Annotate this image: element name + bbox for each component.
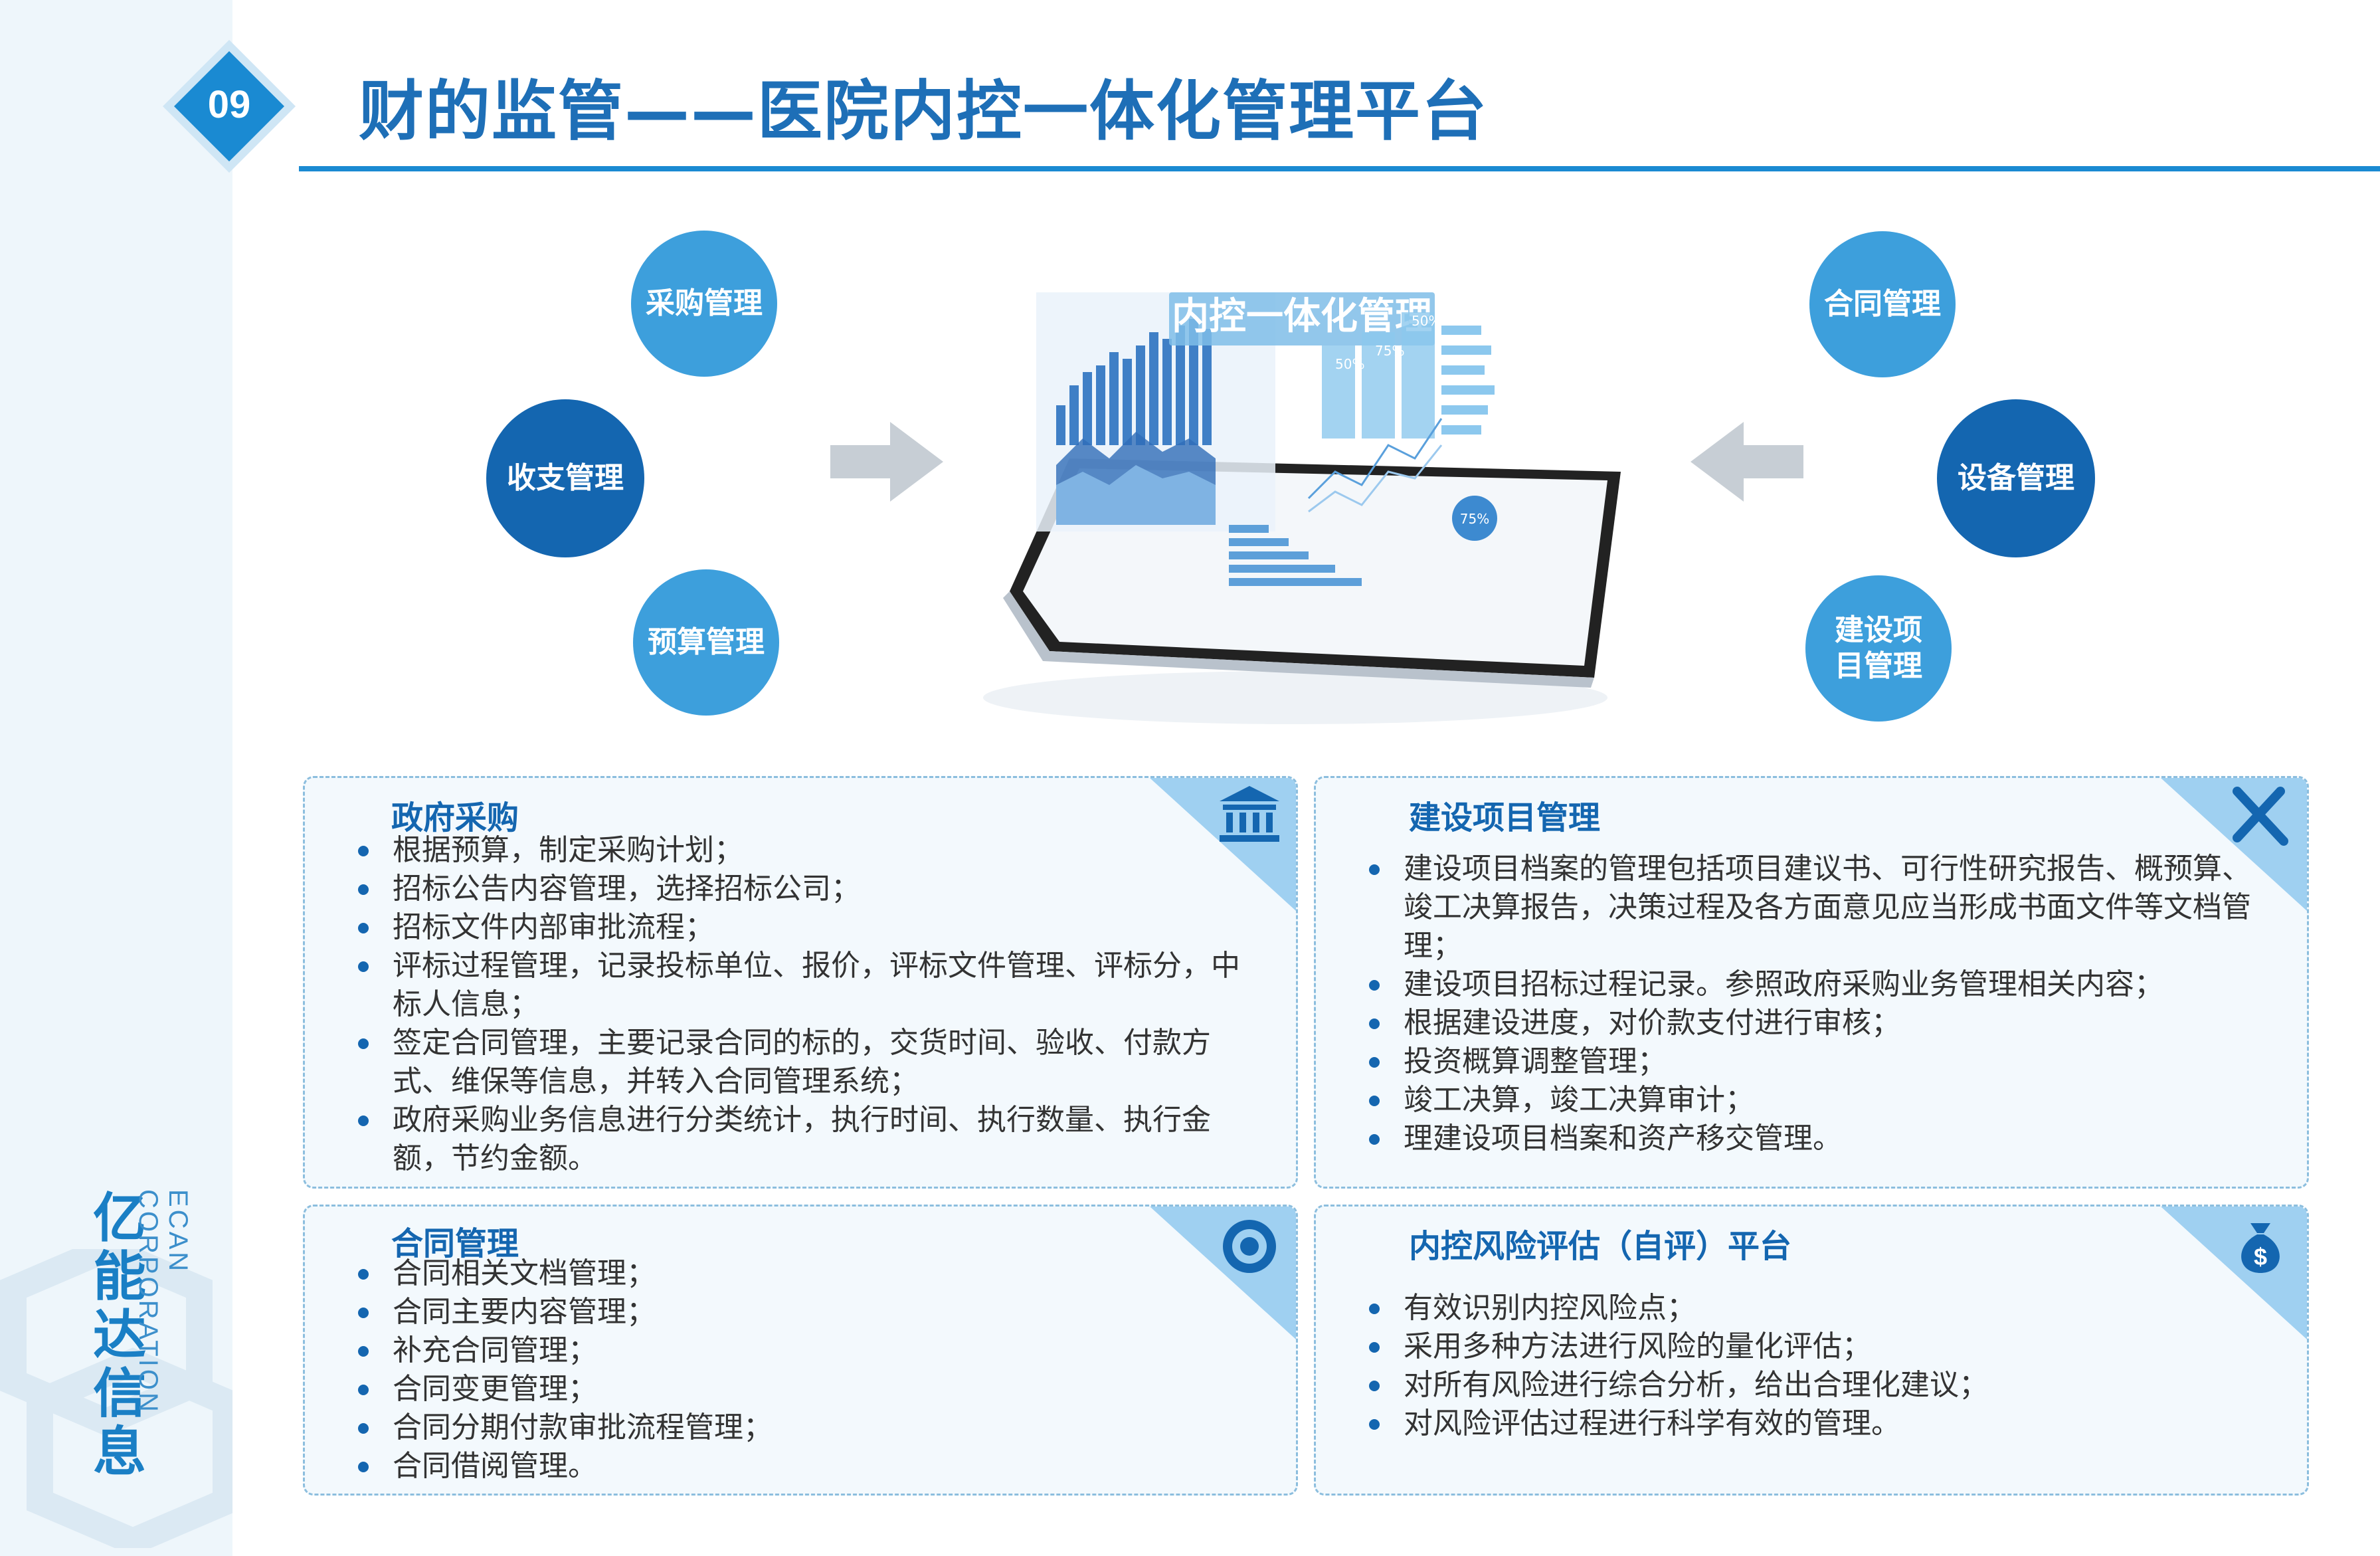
list-item: 采用多种方法进行风险的量化评估； <box>1362 1327 2279 1366</box>
list-item: 政府采购业务信息进行分类统计，执行时间、执行数量、执行金额，节约金额。 <box>351 1101 1241 1178</box>
title-divider <box>299 166 2380 171</box>
list-item: 评标过程管理，记录投标单位、报价，评标文件管理、评标分，中标人信息； <box>351 947 1241 1024</box>
list-item: 建设项目档案的管理包括项目建议书、可行性研究报告、概预算、竣工决算报告，决策过程… <box>1362 850 2279 965</box>
panel-title: 合同管理 <box>391 1225 519 1262</box>
list-item: 竣工决算，竣工决算审计； <box>1362 1081 2279 1119</box>
center-title: 内控一体化管理 <box>1172 295 1432 338</box>
list-item: 有效识别内控风险点； <box>1362 1289 2279 1327</box>
list-item: 招标文件内部审批流程； <box>351 908 1241 947</box>
bar-label-2: 50% <box>1412 313 1441 329</box>
panel-procurement: 政府采购 根据预算，制定采购计划； 招标公告内容管理，选择招标公司； 招标文件内… <box>303 776 1298 1189</box>
page-title: 财的监管——医院内控一体化管理平台 <box>359 74 1489 149</box>
module-equipment: 设备管理 <box>1937 399 2095 557</box>
bank-icon <box>1220 786 1279 842</box>
logo-english-text: ECAN CORPORATION <box>134 1189 193 1414</box>
page-number-badge: 09 <box>163 40 296 173</box>
list-item: 签定合同管理，主要记录合同的标的，交货时间、验收、付款方式、维保等信息，并转入合… <box>351 1024 1241 1101</box>
list-item: 投资概算调整管理； <box>1362 1042 2279 1081</box>
panel-title: 政府采购 <box>391 799 519 836</box>
list-item: 合同分期付款审批流程管理； <box>351 1409 1241 1447</box>
list-item: 招标公告内容管理，选择招标公司； <box>351 870 1241 908</box>
list-item: 根据预算，制定采购计划； <box>351 831 1241 870</box>
panel-title: 内控风险评估（自评）平台 <box>1409 1228 1792 1265</box>
panel-construction: 建设项目管理 建设项目档案的管理包括项目建议书、可行性研究报告、概预算、竣工决算… <box>1314 776 2309 1189</box>
list-item: 合同借阅管理。 <box>351 1447 1241 1486</box>
panel-contract: 合同管理 合同相关文档管理； 合同主要内容管理； 补充合同管理； 合同变更管理；… <box>303 1205 1298 1496</box>
list-item: 建设项目招标过程记录。参照政府采购业务管理相关内容； <box>1362 965 2279 1004</box>
gauge-label: 75% <box>1460 511 1489 527</box>
module-procurement: 采购管理 <box>631 231 777 377</box>
money-bag-icon: $ <box>2241 1223 2280 1273</box>
sidebar: 亿能达信息 ECAN CORPORATION <box>0 0 232 1556</box>
corner-ribbon: $ <box>2161 1207 2307 1339</box>
list-item: 对所有风险进行综合分析，给出合理化建议； <box>1362 1366 2279 1405</box>
corner-ribbon <box>2161 778 2307 911</box>
bar-label-1: 50% <box>1335 356 1364 372</box>
list-item: 合同主要内容管理； <box>351 1293 1241 1331</box>
arrow-right-icon <box>830 422 943 502</box>
panel-title: 建设项目管理 <box>1409 799 1601 836</box>
list-item: 合同相关文档管理； <box>351 1254 1241 1293</box>
module-budget: 预算管理 <box>633 569 779 716</box>
tools-icon <box>2233 787 2288 846</box>
list-item: 理建设项目档案和资产移交管理。 <box>1362 1119 2279 1158</box>
bar-label-0: 75% <box>1375 343 1404 359</box>
module-contract: 合同管理 <box>1809 231 1956 377</box>
module-revenue-expenditure: 收支管理 <box>486 399 644 557</box>
corner-ribbon <box>1150 778 1296 911</box>
logo-chinese-text: 亿能达信息 <box>93 1187 146 1483</box>
corner-ribbon <box>1150 1207 1296 1339</box>
list-item: 合同变更管理； <box>351 1370 1241 1409</box>
hexagon-pattern-icon <box>0 1249 232 1548</box>
arrow-left-icon <box>1691 422 1803 502</box>
module-construction-project: 建设项目管理 <box>1805 575 1952 722</box>
gear-icon <box>1223 1220 1276 1273</box>
list-item: 补充合同管理； <box>351 1331 1241 1370</box>
page-number: 09 <box>208 83 251 126</box>
tablet-illustration: 内控一体化管理 50% 75% 50% 75% <box>937 219 1641 737</box>
list-item: 根据建设进度，对价款支付进行审核； <box>1362 1004 2279 1042</box>
list-item: 对风险评估过程进行科学有效的管理。 <box>1362 1405 2279 1443</box>
svg-text:$: $ <box>2254 1243 2267 1270</box>
panel-risk: 内控风险评估（自评）平台 $ 有效识别内控风险点； 采用多种方法进行风险的量化评… <box>1314 1205 2309 1496</box>
